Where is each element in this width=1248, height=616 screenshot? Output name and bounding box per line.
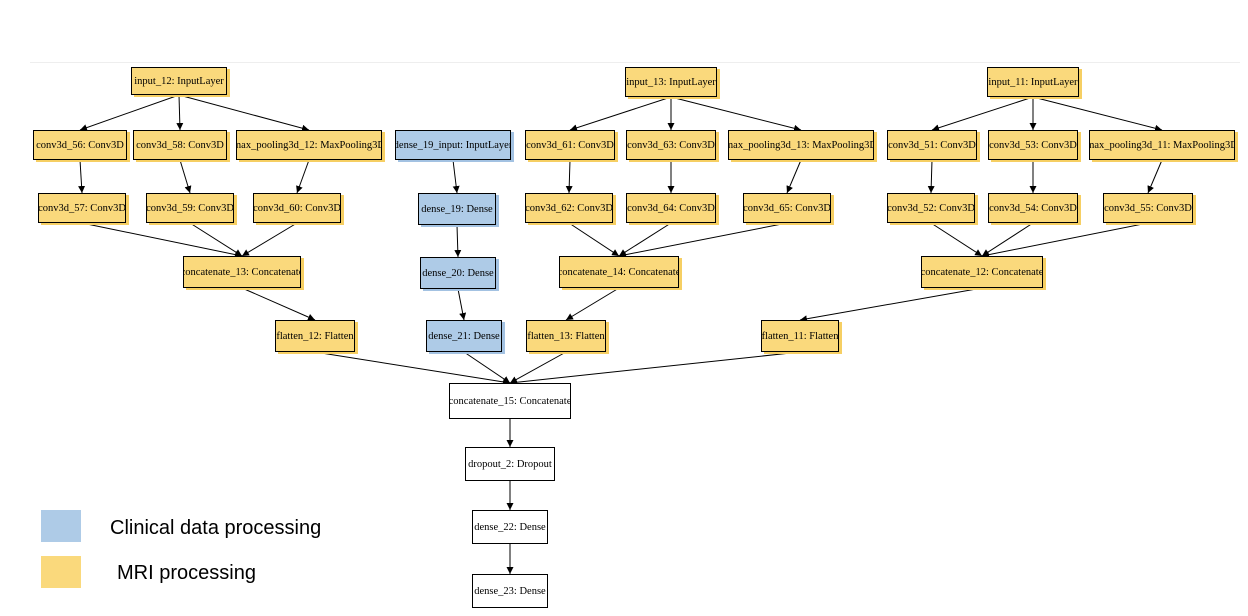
node-dense-19-input: dense_19_input: InputLayer bbox=[395, 130, 511, 160]
node-conv3d-56: conv3d_56: Conv3D bbox=[33, 130, 127, 160]
edge-input-12-to-conv3d-58 bbox=[176, 94, 184, 131]
node-conv3d-58: conv3d_58: Conv3D bbox=[133, 130, 227, 160]
node-concatenate-13: concatenate_13: Concatenate bbox=[183, 256, 301, 288]
legend-swatch-mri bbox=[41, 556, 81, 588]
node-flatten-11: flatten_11: Flatten bbox=[761, 320, 839, 352]
node-conv3d-51: conv3d_51: Conv3D bbox=[887, 130, 977, 160]
edge-input-12-to-max-pooling3d-12 bbox=[178, 94, 310, 132]
edge-max-pooling3d-13-to-conv3d-65 bbox=[786, 159, 802, 194]
node-dense-21: dense_21: Dense bbox=[426, 320, 502, 352]
edge-conv3d-51-to-conv3d-52 bbox=[927, 159, 935, 194]
edge-conv3d-54-to-concatenate-12 bbox=[981, 222, 1034, 257]
node-max-pooling3d-11: max_pooling3d_11: MaxPooling3D bbox=[1089, 130, 1235, 160]
edge-conv3d-57-to-concatenate-13 bbox=[81, 222, 243, 259]
node-dense-22: dense_22: Dense bbox=[472, 510, 548, 544]
legend-label-mri: MRI processing bbox=[117, 562, 256, 584]
divider bbox=[30, 62, 1240, 63]
legend-label-clinical: Clinical data processing bbox=[110, 517, 322, 539]
edge-dense-21-to-concatenate-15 bbox=[463, 351, 511, 384]
node-conv3d-61: conv3d_61: Conv3D bbox=[525, 130, 615, 160]
node-conv3d-62: conv3d_62: Conv3D bbox=[525, 193, 613, 223]
node-concatenate-14: concatenate_14: Concatenate bbox=[559, 256, 679, 288]
edge-conv3d-64-to-concatenate-14 bbox=[618, 222, 672, 257]
edge-conv3d-55-to-concatenate-12 bbox=[981, 222, 1149, 259]
edge-conv3d-60-to-concatenate-13 bbox=[241, 222, 298, 257]
edge-flatten-12-to-concatenate-15 bbox=[314, 351, 511, 386]
edge-conv3d-59-to-concatenate-13 bbox=[189, 222, 243, 257]
edge-input-11-to-max-pooling3d-11 bbox=[1032, 96, 1163, 132]
node-conv3d-57: conv3d_57: Conv3D bbox=[38, 193, 126, 223]
edge-max-pooling3d-11-to-conv3d-55 bbox=[1147, 159, 1163, 194]
node-input-13: input_13: InputLayer bbox=[625, 67, 717, 97]
node-conv3d-64: conv3d_64: Conv3D bbox=[626, 193, 716, 223]
node-conv3d-55: conv3d_55: Conv3D bbox=[1103, 193, 1193, 223]
edge-dense-19-to-dense-20 bbox=[454, 224, 462, 258]
node-conv3d-59: conv3d_59: Conv3D bbox=[146, 193, 234, 223]
edge-conv3d-52-to-concatenate-12 bbox=[930, 222, 983, 257]
edge-conv3d-61-to-conv3d-62 bbox=[565, 159, 573, 194]
node-concatenate-12: concatenate_12: Concatenate bbox=[921, 256, 1043, 288]
node-conv3d-63: conv3d_63: Conv3D bbox=[626, 130, 716, 160]
edge-concatenate-13-to-flatten-12 bbox=[241, 287, 316, 321]
legend-swatch-clinical bbox=[41, 510, 81, 542]
edge-conv3d-58-to-conv3d-59 bbox=[179, 159, 192, 194]
node-concatenate-15: concatenate_15: Concatenate bbox=[449, 383, 571, 419]
node-conv3d-60: conv3d_60: Conv3D bbox=[253, 193, 341, 223]
edge-max-pooling3d-12-to-conv3d-60 bbox=[296, 159, 310, 194]
edge-conv3d-56-to-conv3d-57 bbox=[78, 159, 86, 194]
edge-input-12-to-conv3d-56 bbox=[79, 94, 180, 131]
edge-conv3d-62-to-concatenate-14 bbox=[568, 222, 620, 257]
edge-concatenate-14-to-flatten-13 bbox=[565, 287, 620, 321]
edge-concatenate-12-to-flatten-11 bbox=[799, 287, 983, 323]
node-conv3d-65: conv3d_65: Conv3D bbox=[743, 193, 831, 223]
node-dropout-2: dropout_2: Dropout bbox=[465, 447, 555, 481]
node-max-pooling3d-13: max_pooling3d_13: MaxPooling3D bbox=[728, 130, 874, 160]
node-conv3d-52: conv3d_52: Conv3D bbox=[887, 193, 975, 223]
node-dense-19: dense_19: Dense bbox=[418, 193, 496, 225]
node-dense-20: dense_20: Dense bbox=[420, 257, 496, 289]
edge-dense-20-to-dense-21 bbox=[457, 288, 467, 321]
edge-dense-19-input-to-dense-19 bbox=[452, 159, 460, 194]
node-conv3d-53: conv3d_53: Conv3D bbox=[988, 130, 1078, 160]
node-max-pooling3d-12: max_pooling3d_12: MaxPooling3D bbox=[236, 130, 382, 160]
node-input-11: input_11: InputLayer bbox=[987, 67, 1079, 97]
node-flatten-12: flatten_12: Flatten bbox=[275, 320, 355, 352]
node-dense-23: dense_23: Dense bbox=[472, 574, 548, 608]
node-input-12: input_12: InputLayer bbox=[131, 67, 227, 95]
edge-input-11-to-conv3d-51 bbox=[931, 96, 1034, 132]
edge-conv3d-65-to-concatenate-14 bbox=[618, 222, 788, 259]
edge-flatten-13-to-concatenate-15 bbox=[509, 351, 567, 384]
node-flatten-13: flatten_13: Flatten bbox=[526, 320, 606, 352]
node-conv3d-54: conv3d_54: Conv3D bbox=[988, 193, 1078, 223]
edge-input-13-to-conv3d-61 bbox=[569, 96, 672, 132]
edge-flatten-11-to-concatenate-15 bbox=[509, 351, 801, 386]
edge-input-13-to-max-pooling3d-13 bbox=[670, 96, 802, 132]
